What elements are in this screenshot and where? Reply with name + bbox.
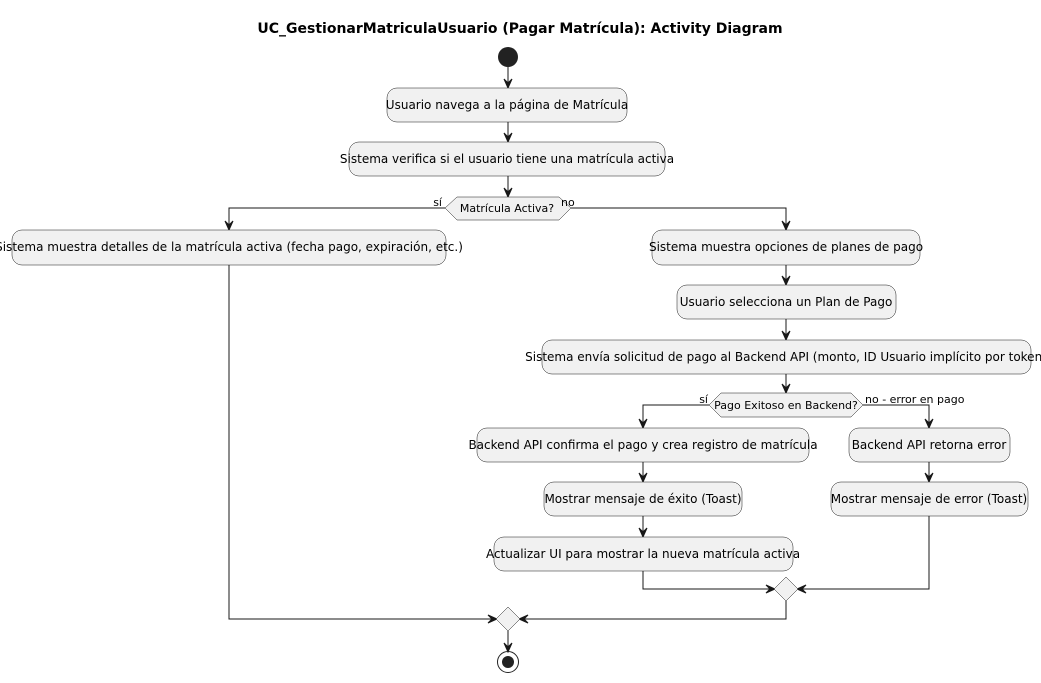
arrow-head (487, 614, 499, 624)
activity-update-ui-label: Actualizar UI para mostrar la nueva matr… (486, 547, 800, 561)
decision-active-question: Matrícula Activa? (460, 202, 554, 215)
edge (228, 265, 496, 620)
arrow-head (224, 220, 234, 232)
arrow-head (503, 187, 513, 199)
merge-payment (773, 576, 799, 602)
arrow-head (781, 330, 791, 342)
arrow-head (924, 472, 934, 484)
activity-navigate-label: Usuario navega a la página de Matrícula (386, 98, 628, 112)
arrow-head (503, 78, 513, 90)
activity-verify (348, 141, 666, 177)
arrow-head (503, 642, 513, 654)
decision-payment-no: no - error en pago (865, 393, 965, 406)
activity-send-request-label: Sistema envía solicitud de pago al Backe… (525, 350, 1041, 364)
end-node (497, 651, 519, 673)
arrow-head (638, 418, 648, 430)
edge (798, 516, 930, 590)
diagram-title: UC_GestionarMatriculaUsuario (Pagar Matr… (257, 21, 782, 37)
end-node-inner (502, 656, 514, 668)
arrow-head (781, 383, 791, 395)
activity-select-plan-label: Usuario selecciona un Plan de Pago (680, 295, 893, 309)
arrow-head (795, 584, 807, 594)
activity-navigate (386, 87, 628, 123)
activity-confirm-label: Backend API confirma el pago y crea regi… (468, 438, 817, 452)
arrow-head (765, 584, 777, 594)
activity-success-msg-label: Mostrar mensaje de éxito (Toast) (544, 492, 741, 506)
decision-active-yes: sí (433, 196, 443, 209)
activity-return-error-label: Backend API retorna error (852, 438, 1007, 452)
arrow-head (781, 220, 791, 232)
arrow-head (924, 418, 934, 430)
merge-final (495, 606, 521, 632)
activity-show-details-label: Sistema muestra detalles de la matrícula… (0, 240, 463, 254)
decision-payment-question: Pago Exitoso en Backend? (714, 399, 858, 412)
decision-payment-yes: sí (699, 393, 709, 406)
decision-active-no: no (561, 196, 575, 209)
edge (863, 404, 930, 427)
edge (520, 601, 787, 620)
arrow-head (638, 472, 648, 484)
arrow-head (503, 132, 513, 144)
arrow-head (781, 275, 791, 287)
arrow-head (517, 614, 529, 624)
activity-show-plans-label: Sistema muestra opciones de planes de pa… (649, 240, 923, 254)
activity-verify-label: Sistema verifica si el usuario tiene una… (340, 152, 674, 166)
edge (571, 207, 787, 229)
edge (642, 571, 774, 590)
activity-error-msg-label: Mostrar mensaje de error (Toast) (831, 492, 1028, 506)
edge (228, 207, 445, 229)
arrow-head (638, 527, 648, 539)
edge (642, 404, 709, 427)
start-node (498, 47, 518, 67)
